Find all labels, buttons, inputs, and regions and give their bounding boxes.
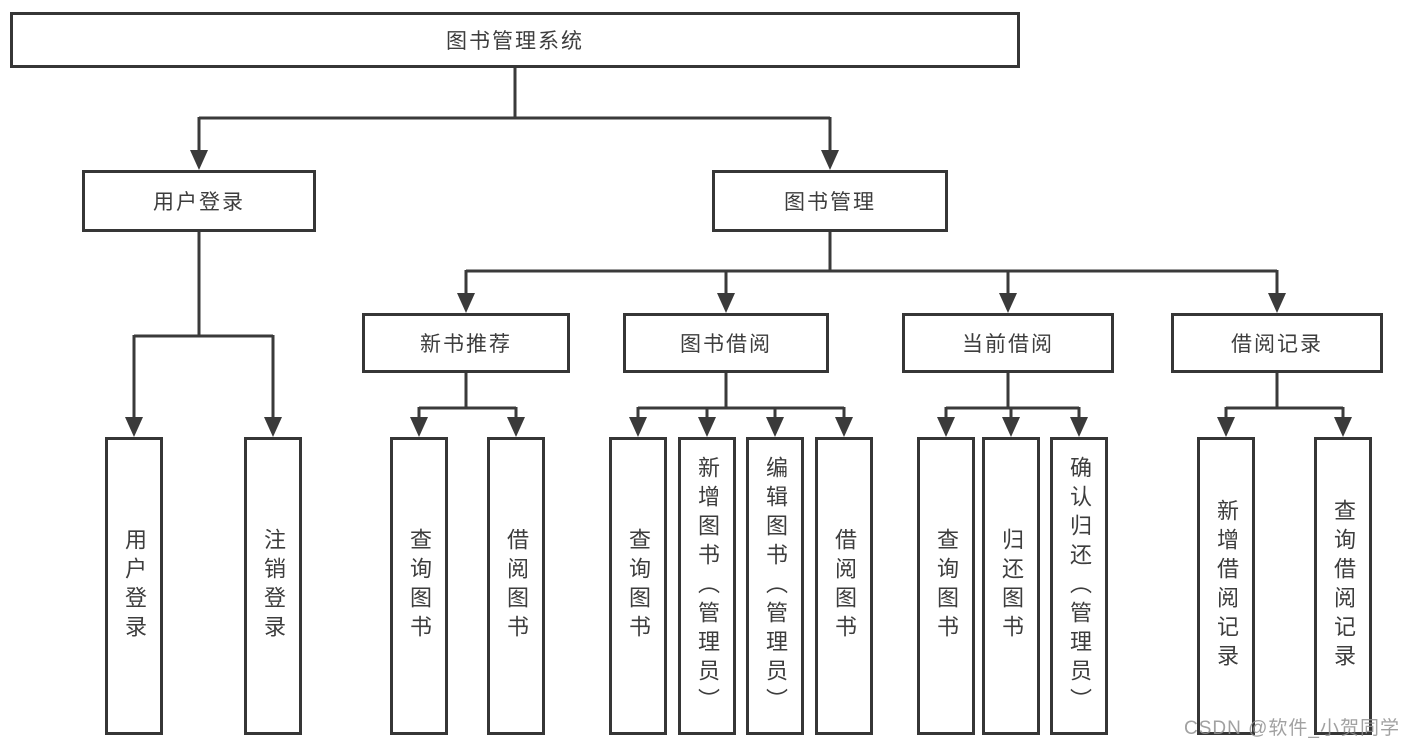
node-label: 用户登录 bbox=[153, 191, 245, 214]
leaf-label: 查询图书 bbox=[407, 528, 432, 644]
arrow-down-icon bbox=[1334, 417, 1352, 437]
arrow-down-icon bbox=[766, 417, 784, 437]
arrow-down-icon bbox=[264, 417, 282, 437]
node-label: 图书管理系统 bbox=[446, 30, 584, 53]
arrow-down-icon bbox=[999, 293, 1017, 313]
arrow-down-icon bbox=[190, 150, 208, 170]
arrow-down-icon bbox=[821, 150, 839, 170]
arrow-down-icon bbox=[1070, 417, 1088, 437]
arrow-down-icon bbox=[835, 417, 853, 437]
leaf-label: 查询图书 bbox=[934, 528, 959, 644]
arrow-down-icon bbox=[717, 293, 735, 313]
leaf-query-books: 查询图书 bbox=[917, 437, 975, 735]
node-label: 借阅记录 bbox=[1231, 333, 1323, 356]
leaf-query-books: 查询图书 bbox=[609, 437, 667, 735]
arrow-down-icon bbox=[125, 417, 143, 437]
leaf-query-books: 查询图书 bbox=[390, 437, 448, 735]
leaf-query-borrow-record: 查询借阅记录 bbox=[1314, 437, 1372, 735]
leaf-label: 确认归还（管理员） bbox=[1067, 455, 1092, 717]
leaf-label: 借阅图书 bbox=[832, 528, 857, 644]
arrow-down-icon bbox=[457, 293, 475, 313]
node-label: 图书管理 bbox=[784, 191, 876, 214]
node-borrow-record: 借阅记录 bbox=[1171, 313, 1383, 373]
node-root: 图书管理系统 bbox=[10, 12, 1020, 68]
leaf-borrow-books: 借阅图书 bbox=[487, 437, 545, 735]
node-user-login: 用户登录 bbox=[82, 170, 316, 232]
node-book-borrow: 图书借阅 bbox=[623, 313, 829, 373]
arrow-down-icon bbox=[937, 417, 955, 437]
leaf-return-books: 归还图书 bbox=[982, 437, 1040, 735]
arrow-down-icon bbox=[507, 417, 525, 437]
leaf-label: 新增借阅记录 bbox=[1214, 499, 1239, 673]
leaf-label: 查询借阅记录 bbox=[1331, 499, 1356, 673]
connector-lines bbox=[132, 68, 1345, 420]
leaf-add-borrow-record: 新增借阅记录 bbox=[1197, 437, 1255, 735]
leaf-edit-books-admin: 编辑图书（管理员） bbox=[746, 437, 804, 735]
arrow-down-icon bbox=[410, 417, 428, 437]
arrowheads bbox=[125, 150, 1352, 437]
leaf-label: 查询图书 bbox=[626, 528, 651, 644]
leaf-label: 借阅图书 bbox=[504, 528, 529, 644]
leaf-label: 编辑图书（管理员） bbox=[763, 455, 788, 717]
leaf-confirm-return-admin: 确认归还（管理员） bbox=[1050, 437, 1108, 735]
watermark: CSDN @软件_小贺同学 bbox=[1184, 718, 1400, 739]
node-label: 新书推荐 bbox=[420, 333, 512, 356]
leaf-label: 用户登录 bbox=[122, 528, 147, 644]
leaf-label: 归还图书 bbox=[999, 528, 1024, 644]
node-book-management: 图书管理 bbox=[712, 170, 948, 232]
arrow-down-icon bbox=[1268, 293, 1286, 313]
leaf-add-books-admin: 新增图书（管理员） bbox=[678, 437, 736, 735]
node-label: 图书借阅 bbox=[680, 333, 772, 356]
arrow-down-icon bbox=[1217, 417, 1235, 437]
leaf-borrow-books: 借阅图书 bbox=[815, 437, 873, 735]
node-label: 当前借阅 bbox=[962, 333, 1054, 356]
leaf-logout: 注销登录 bbox=[244, 437, 302, 735]
arrow-down-icon bbox=[1002, 417, 1020, 437]
arrow-down-icon bbox=[629, 417, 647, 437]
node-new-book-recommend: 新书推荐 bbox=[362, 313, 570, 373]
arrow-down-icon bbox=[698, 417, 716, 437]
leaf-label: 注销登录 bbox=[261, 528, 286, 644]
leaf-user-login: 用户登录 bbox=[105, 437, 163, 735]
leaf-label: 新增图书（管理员） bbox=[695, 455, 720, 717]
node-current-borrow: 当前借阅 bbox=[902, 313, 1114, 373]
